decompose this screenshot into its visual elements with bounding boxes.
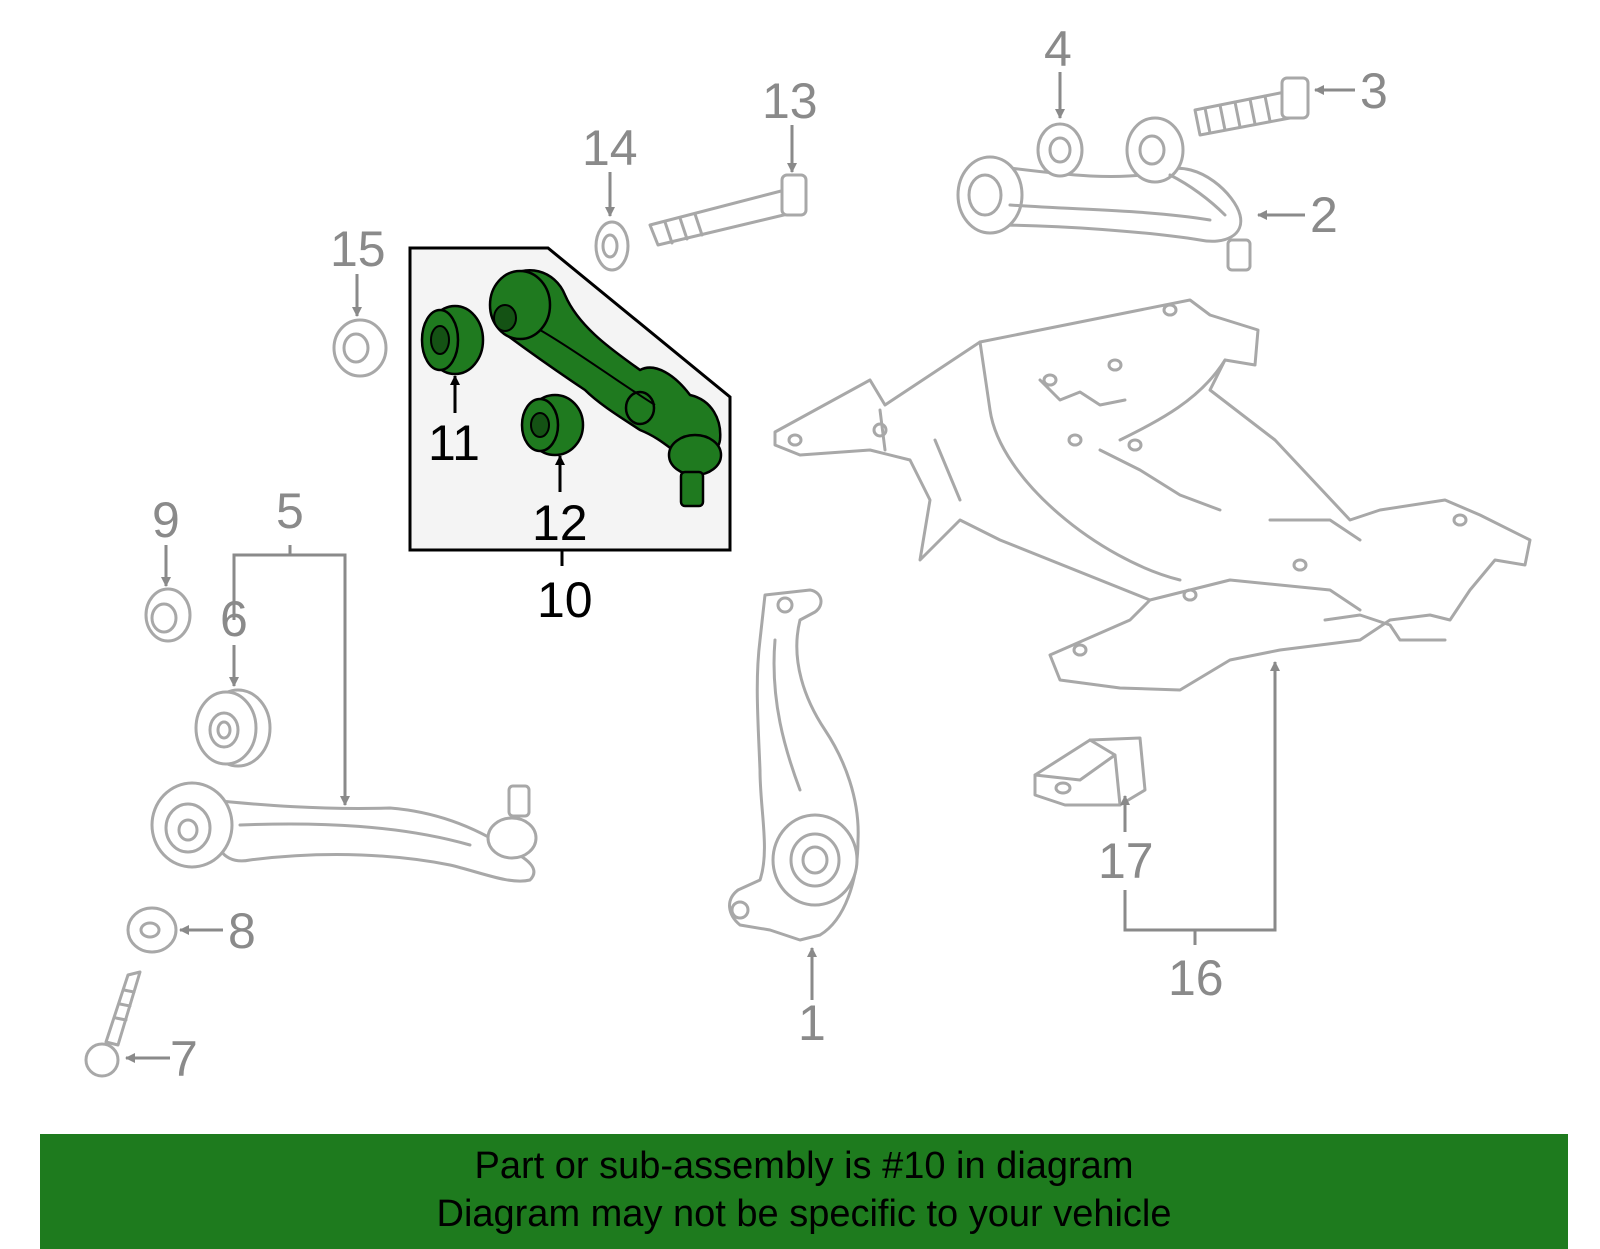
- callout-6: 6: [220, 591, 248, 647]
- callout-9: 9: [152, 492, 180, 548]
- bolt-3: [1193, 76, 1310, 137]
- callout-4: 4: [1044, 21, 1072, 77]
- callout-17: 17: [1098, 833, 1154, 889]
- washer-14: [594, 220, 630, 272]
- lower-arm-5: [150, 781, 538, 883]
- nut-15: [332, 318, 388, 378]
- bushing-6: [194, 688, 272, 768]
- callout-1: 1: [798, 995, 826, 1051]
- info-banner: Part or sub-assembly is #10 in diagram D…: [40, 1134, 1568, 1249]
- callout-7: 7: [170, 1031, 198, 1087]
- callout-14: 14: [582, 120, 638, 176]
- bushing-12[interactable]: [520, 393, 585, 457]
- nut-9: [144, 587, 192, 643]
- washer-8: [126, 906, 178, 954]
- bushing-11[interactable]: [420, 304, 485, 376]
- parts-diagram: 2 3 4 13 14 15: [84, 21, 1532, 1087]
- banner-line-1: Part or sub-assembly is #10 in diagram: [474, 1145, 1134, 1187]
- callout-16: 16: [1168, 950, 1224, 1006]
- upper-control-arm-2: [956, 116, 1252, 272]
- bolt-13: [648, 173, 808, 247]
- callout-2: 2: [1310, 187, 1338, 243]
- callout-8: 8: [228, 903, 256, 959]
- callout-15: 15: [330, 221, 386, 277]
- banner-line-2: Diagram may not be specific to your vehi…: [436, 1193, 1172, 1235]
- lower-control-arm-10[interactable]: [488, 269, 723, 508]
- bracket-5: [232, 553, 350, 806]
- bracket-16: [1123, 661, 1280, 932]
- callout-3: 3: [1360, 63, 1388, 119]
- callout-11: 11: [428, 415, 480, 471]
- callout-13: 13: [762, 73, 818, 129]
- bolt-7: [84, 970, 142, 1078]
- steering-knuckle-1: [728, 588, 860, 942]
- callout-5: 5: [276, 483, 304, 539]
- callout-12: 12: [532, 495, 588, 551]
- callout-10: 10: [537, 572, 593, 628]
- bracket-17: [1033, 736, 1147, 807]
- subframe-16: [773, 298, 1532, 692]
- nut-4: [1036, 122, 1084, 178]
